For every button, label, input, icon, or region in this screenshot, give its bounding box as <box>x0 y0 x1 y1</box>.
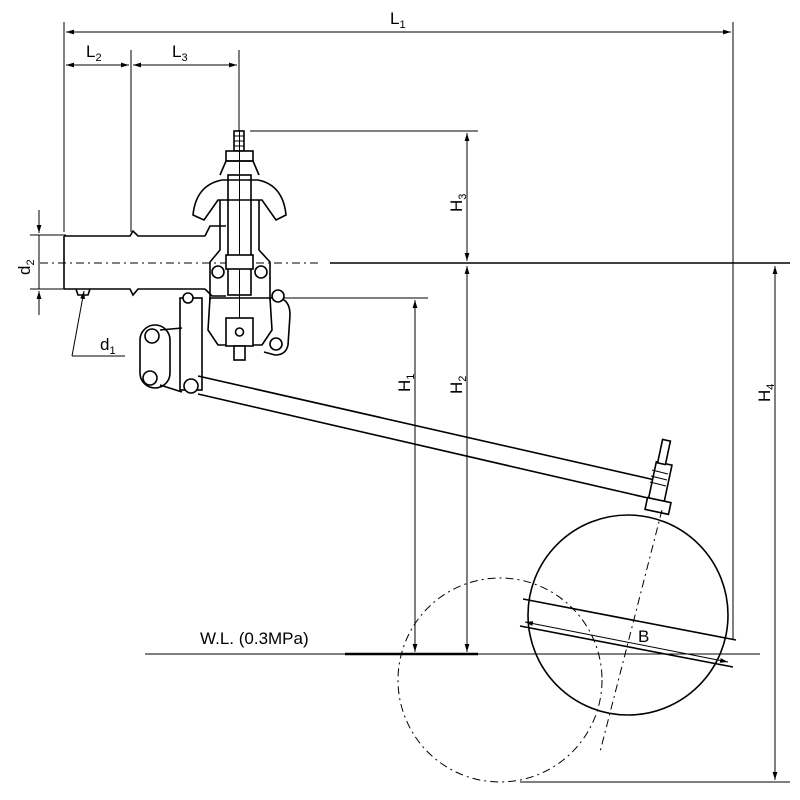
valve-body <box>192 130 291 361</box>
dimension-d2: d2 <box>15 210 66 315</box>
label-h1: H1 <box>395 374 417 392</box>
label-l2: L2 <box>86 42 102 64</box>
water-level-label: W.L. (0.3MPa) <box>200 629 309 648</box>
dimension-l1: L1 <box>63 9 734 640</box>
dimension-h3: H3 <box>250 130 478 261</box>
label-h2: H2 <box>447 376 469 394</box>
label-b: B <box>638 627 649 646</box>
float-ball-lowered <box>397 577 603 783</box>
dimension-h2: H2 <box>447 266 470 652</box>
label-d2: d2 <box>15 259 37 275</box>
float-arm <box>197 375 673 516</box>
dimension-d1: d1 <box>71 290 125 357</box>
lever-bracket <box>139 292 203 394</box>
dimension-h1: H1 <box>275 297 428 652</box>
inlet-pipe <box>63 225 226 297</box>
label-l1: L1 <box>390 9 406 31</box>
label-h4: H4 <box>755 384 777 402</box>
label-l3: L3 <box>172 42 188 64</box>
label-d1: d1 <box>100 335 116 357</box>
float-ball-raised: B <box>519 509 737 753</box>
dimension-l2: L2 <box>66 42 132 232</box>
label-h3: H3 <box>447 194 469 212</box>
dimension-h4: H4 <box>520 266 790 783</box>
dimension-l3: L3 <box>133 42 240 132</box>
